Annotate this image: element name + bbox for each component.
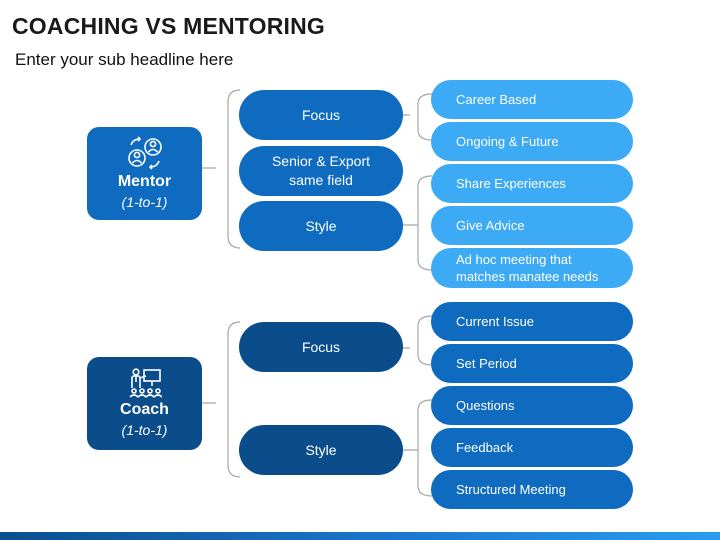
mentor-focus-node: Focus (239, 90, 403, 140)
coach-style-item: Feedback (431, 428, 633, 467)
presenter-audience-icon (128, 368, 162, 398)
coach-style-item: Structured Meeting (431, 470, 633, 509)
mentor-style-item: Share Experiences (431, 164, 633, 203)
mentor-box: Mentor (1-to-1) (87, 127, 202, 220)
coach-root-bracket (202, 321, 241, 478)
coach-focus-bracket (403, 315, 433, 366)
people-exchange-icon (127, 136, 162, 170)
coach-focus-item: Set Period (431, 344, 633, 383)
mentor-focus-bracket (403, 93, 433, 141)
mentor-field-node: Senior & Export same field (239, 146, 403, 196)
mentor-style-item: Give Advice (431, 206, 633, 245)
page-subtitle: Enter your sub headline here (15, 50, 234, 69)
coach-label: Coach (120, 401, 169, 418)
mentor-root-bracket (202, 89, 241, 249)
mentor-focus-item: Ongoing & Future (431, 122, 633, 161)
bottom-accent-bar (0, 532, 720, 540)
coach-style-bracket (403, 399, 433, 497)
page-title: COACHING VS MENTORING (12, 13, 326, 39)
coach-box: Coach (1-to-1) (87, 357, 202, 450)
coach-focus-item: Current Issue (431, 302, 633, 341)
mentor-style-item: Ad hoc meeting that matches manatee need… (431, 248, 633, 288)
coach-style-item: Questions (431, 386, 633, 425)
mentor-label: Mentor (117, 173, 172, 190)
mentor-style-bracket (403, 175, 433, 271)
mentor-style-node: Style (239, 201, 403, 251)
coach-focus-node: Focus (239, 322, 403, 372)
coach-sub-label: (1-to-1) (121, 422, 168, 438)
coach-style-node: Style (239, 425, 403, 475)
mentor-sub-label: (1-to-1) (121, 194, 168, 210)
mentor-focus-item: Career Based (431, 80, 633, 119)
